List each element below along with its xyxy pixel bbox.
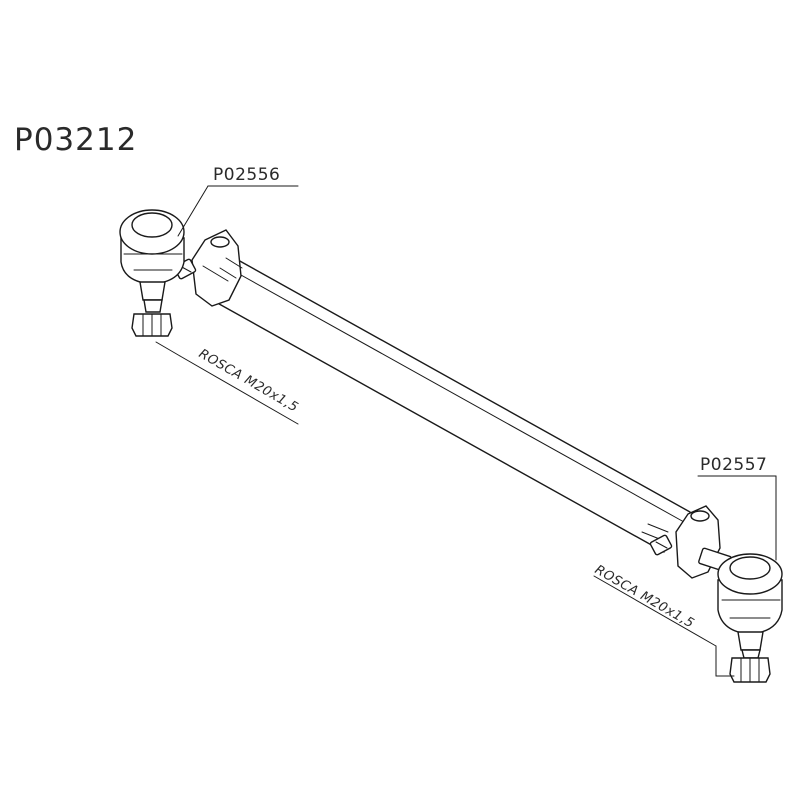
left-part-callout: P02556 [177,165,299,237]
right-part-code-label: P02557 [700,455,767,475]
left-part-code-label: P02556 [213,165,280,185]
left-thread-label: ROSCA M20x1,5 [196,346,301,415]
assembly-code-label: P03212 [14,122,137,158]
left-thread-callout: ROSCA M20x1,5 [155,341,301,425]
right-thread-callout: ROSCA M20x1,5 [592,562,735,677]
left-ball-joint [119,209,185,337]
right-ball-joint [717,553,783,683]
right-part-callout: P02557 [697,455,777,561]
left-tube-clamp [173,229,243,307]
right-thread-label: ROSCA M20x1,5 [592,562,697,631]
right-tube-clamp [641,505,732,579]
tie-rod-tube [211,259,691,553]
